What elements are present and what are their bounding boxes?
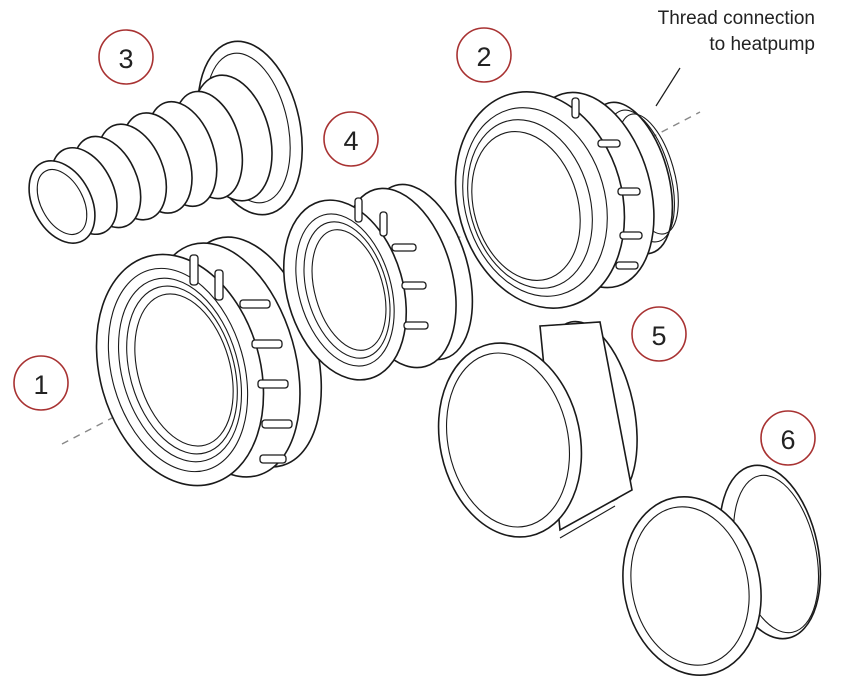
part-5-sleeve [437, 320, 638, 539]
badge-2-label: 2 [476, 42, 491, 72]
part-4-threaded-ring [282, 183, 474, 381]
part-6-end-cap [622, 464, 822, 676]
badge-1-label: 1 [33, 370, 48, 400]
badge-6: 6 [760, 410, 816, 466]
callout-leader-line [655, 67, 681, 107]
badge-1: 1 [13, 355, 69, 411]
badge-4-label: 4 [343, 126, 358, 156]
badge-4: 4 [323, 111, 379, 167]
thread-connection-callout: Thread connection to heatpump [658, 6, 815, 58]
badge-6-label: 6 [780, 425, 795, 455]
part-3-hose-barb [28, 40, 304, 244]
callout-line-2: to heatpump [709, 34, 815, 55]
part-1-union-nut [95, 236, 323, 487]
callout-line-1: Thread connection [657, 8, 815, 29]
badge-5-label: 5 [651, 321, 666, 351]
part-2-threaded-adapter [454, 91, 679, 309]
badge-5: 5 [631, 306, 687, 362]
badge-3-label: 3 [118, 44, 133, 74]
badge-2: 2 [456, 27, 512, 83]
badge-3: 3 [98, 29, 154, 85]
